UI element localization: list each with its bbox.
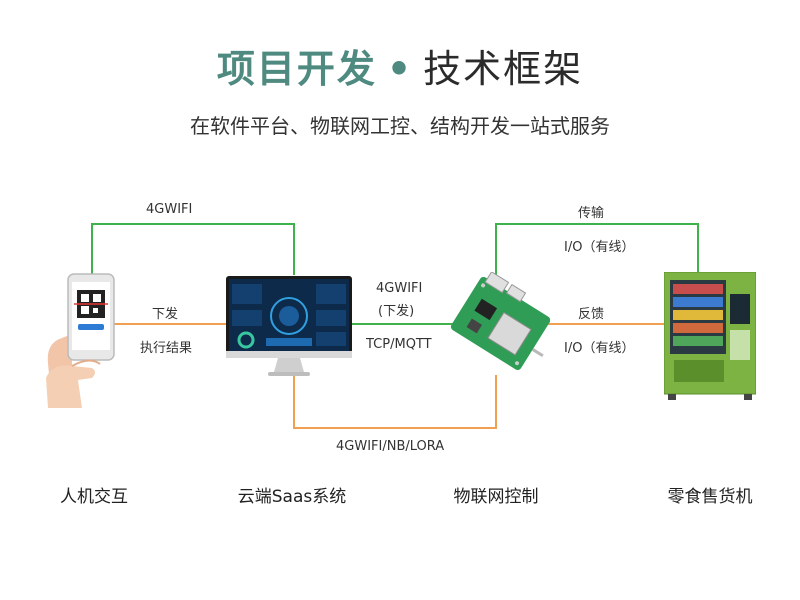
phone-node [42,268,122,408]
circuit-board-illustration [450,271,551,370]
edge-phone-cloud-top [91,223,295,275]
title-main: 项目开发 [216,47,377,91]
edge-label-top-left: 4GWIFI [146,202,193,217]
edge-label-bottom: 4GWIFI/NB/LORA [336,439,445,454]
edge-label-mid-2: (下发) [378,304,415,319]
edge-iot-vending-top [495,223,699,282]
iot-board-node [448,271,551,380]
monitor-illustration [226,276,352,376]
vending-machine-illustration [663,271,757,400]
title-separator: • [386,47,414,91]
edge-label-right-top-2: I/O（有线） [564,240,635,255]
edge-label-left-1: 下发 [152,307,179,322]
edge-cloud-iot-bottom [293,375,497,429]
edge-label-left-2: 执行结果 [140,341,193,356]
page-title: 项目开发•技术框架 [0,38,800,93]
edge-label-right-1: 反馈 [578,307,605,322]
edge-label-mid-3: TCP/MQTT [366,337,432,352]
edge-label-right-2: I/O（有线） [564,341,635,356]
title-rest: 技术框架 [423,47,584,91]
caption-phone: 人机交互 [60,487,128,507]
cloud-monitor-node [226,276,352,376]
caption-iot: 物联网控制 [453,487,539,507]
edge-label-right-top-1: 传输 [578,206,605,221]
caption-cloud: 云端Saas系统 [237,487,347,507]
caption-vending: 零食售货机 [667,487,753,507]
phone-hand-illustration [46,273,115,408]
vending-machine-node [663,271,757,400]
page-subtitle: 在软件平台、物联网工控、结构开发一站式服务 [190,114,610,138]
edge-label-mid-1: 4GWIFI [376,281,423,296]
